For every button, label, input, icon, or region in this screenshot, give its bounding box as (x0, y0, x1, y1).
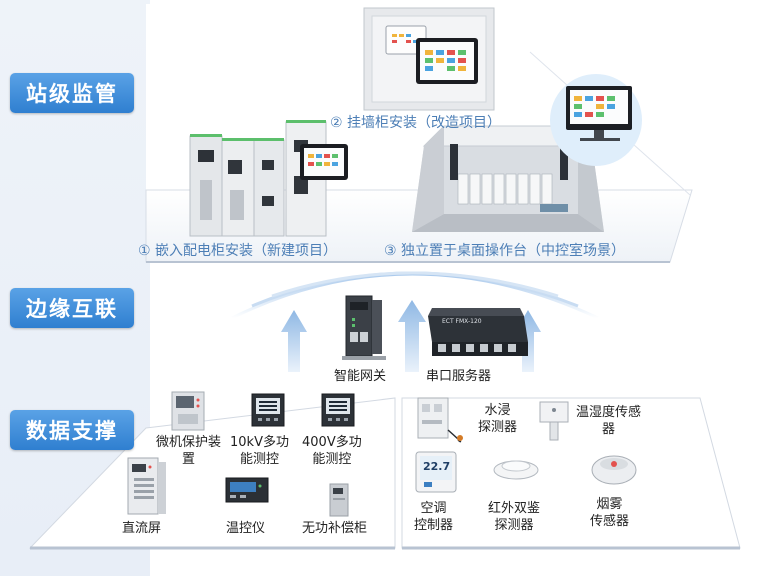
label-smoke-sensor-line2: 传感器 (590, 514, 630, 529)
label-ac-controller: 空调 控制器 (414, 500, 453, 534)
label-meter-10kv-line2: 能测控 (239, 452, 279, 467)
label-gateway: 智能网关 (334, 369, 387, 384)
label-smoke-sensor: 烟雾 传感器 (590, 496, 629, 530)
label-th-sensor-line2: 器 (602, 422, 616, 437)
water-detector-image (417, 397, 463, 443)
desktop-monitor-image (550, 74, 642, 166)
caption-desk: ③ 独立置于桌面操作台（中控室场景） (384, 243, 625, 259)
label-relay-line2: 置 (182, 452, 196, 467)
ac-controller-image (415, 451, 457, 493)
label-ac-controller-line1: 空调 (420, 501, 447, 516)
label-th-sensor-line1: 温湿度传感 (576, 405, 642, 420)
label-relay: 微机保护装 置 (156, 434, 221, 468)
label-water-detector: 水浸 探测器 (478, 402, 517, 436)
wall-cabinet-image (363, 7, 495, 111)
label-dc-panel: 直流屏 (122, 521, 162, 536)
caption-embedded: ① 嵌入配电柜安装（新建项目） (138, 243, 338, 259)
arrow-left (281, 310, 307, 372)
serial-model-text: ECT FMX-120 (442, 318, 482, 325)
relay-device-image (171, 391, 205, 431)
label-water-detector-line1: 水浸 (484, 403, 511, 418)
meter-400v-image (321, 393, 355, 427)
label-reactive-cabinet: 无功补偿柜 (302, 521, 368, 536)
gateway-image (342, 295, 386, 360)
label-meter-400v-line1: 400V多功 (302, 435, 362, 450)
label-water-detector-line2: 探测器 (478, 420, 518, 435)
label-relay-line1: 微机保护装 (156, 435, 222, 450)
control-room-image (412, 125, 604, 232)
label-meter-400v: 400V多功 能测控 (302, 434, 362, 468)
layer-label-data: 数据支撑 (10, 410, 134, 450)
dc-panel-image (127, 457, 166, 515)
temp-controller-image (225, 477, 269, 503)
label-temp-controller: 温控仪 (226, 521, 266, 536)
layer-label-edge: 边缘互联 (10, 288, 134, 328)
smoke-sensor-image (591, 455, 637, 485)
serial-server-image (428, 308, 528, 356)
label-ir-detector-line2: 探测器 (494, 518, 534, 533)
meter-10kv-image (251, 393, 285, 427)
label-meter-400v-line2: 能测控 (312, 452, 352, 467)
label-meter-10kv-line1: 10kV多功 (230, 435, 289, 450)
label-ir-detector: 红外双鉴 探测器 (488, 500, 540, 534)
ac-display-text: 22.7 (423, 460, 451, 473)
label-serial-server: 串口服务器 (426, 369, 492, 384)
label-ir-detector-line1: 红外双鉴 (488, 501, 541, 516)
layer-label-station: 站级监管 (10, 73, 134, 113)
reactive-cabinet-image (329, 483, 349, 517)
label-meter-10kv: 10kV多功 能测控 (230, 434, 289, 468)
arrow-mid (398, 300, 426, 372)
ir-detector-image (493, 460, 539, 480)
label-th-sensor: 温湿度传感 器 (576, 404, 641, 438)
label-smoke-sensor-line1: 烟雾 (596, 497, 623, 512)
switchgear-image (189, 120, 348, 237)
th-sensor-image (539, 401, 569, 441)
caption-wall: ② 挂墙柜安装（改造项目） (330, 115, 502, 131)
label-ac-controller-line2: 控制器 (414, 518, 454, 533)
